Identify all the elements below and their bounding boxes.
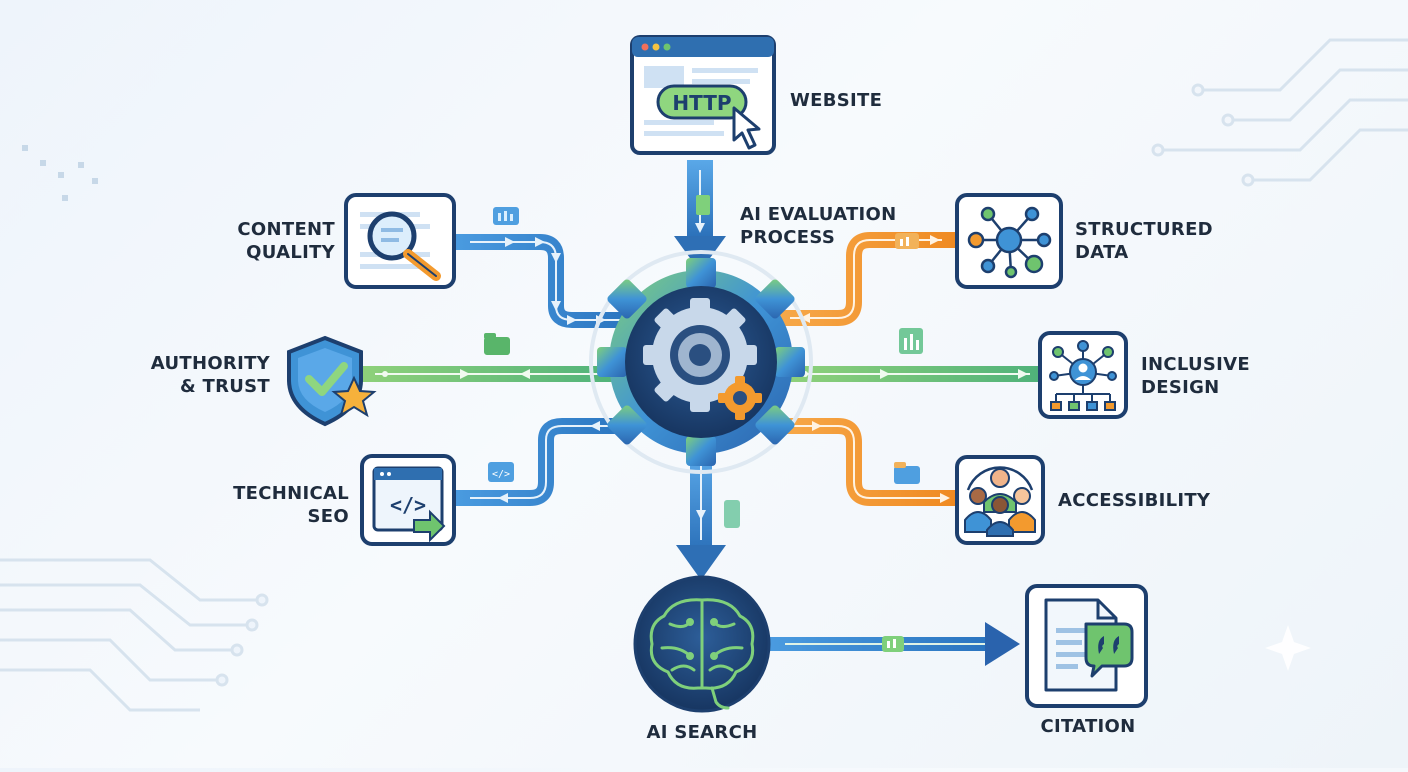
website-node: HTTP [630, 35, 776, 155]
inclusive-design-node [1038, 331, 1128, 419]
browser-window-icon: HTTP [630, 35, 776, 155]
authority-trust-node [287, 335, 377, 427]
authority-trust-label: AUTHORITY & TRUST [150, 353, 270, 397]
inclusive-design-label: INCLUSIVE DESIGN [1141, 354, 1251, 398]
accessibility-node [955, 455, 1045, 545]
connector-content-quality [455, 234, 632, 328]
website-label: WEBSITE [790, 90, 883, 111]
http-badge: HTTP [672, 91, 731, 115]
code-glyph: </> [390, 493, 426, 517]
code-window-icon: </> [372, 466, 446, 543]
person-hierarchy-icon [1049, 340, 1117, 411]
cursor-icon [732, 106, 761, 150]
structured-data-label: STRUCTURED DATA [1075, 219, 1213, 263]
connector-authority-trust [360, 366, 620, 382]
connector-ai-search [676, 455, 726, 580]
folder-packet-icon [894, 462, 920, 484]
data-packet-icon [882, 636, 904, 652]
small-gear-icon [718, 376, 762, 420]
connector-inclusive-design [790, 366, 1040, 382]
background-circuit-right [1151, 38, 1408, 187]
data-packet-icon [724, 500, 740, 528]
brain-circuit-icon [649, 598, 755, 710]
background-circuit-left [0, 558, 269, 712]
data-packet-icons: </> [484, 195, 923, 652]
connector-structured-data [776, 232, 955, 326]
citation-label: CITATION [1040, 716, 1136, 737]
network-nodes-icon [967, 206, 1052, 279]
central-gear [589, 250, 813, 474]
connector-accessibility [776, 418, 955, 506]
citation-node [1025, 584, 1148, 708]
technical-seo-label: TECHNICAL SEO [233, 483, 349, 527]
code-packet-icon: </> [488, 462, 514, 482]
ai-search-label: AI SEARCH [646, 722, 758, 743]
data-packet-icon [895, 233, 919, 249]
code-packet-glyph: </> [492, 469, 510, 480]
connector-technical-seo [455, 418, 632, 506]
ai-evaluation-process-label: AI EVALUATION PROCESS [740, 204, 897, 248]
background-dots [22, 145, 98, 201]
technical-seo-node: </> [360, 454, 456, 546]
structured-data-node [955, 193, 1063, 289]
magnifier-document-icon [360, 211, 441, 281]
data-packet-icon [899, 328, 923, 354]
ai-search-node [633, 575, 771, 713]
content-quality-label: CONTENT QUALITY [237, 219, 335, 263]
data-packet-icon [696, 195, 710, 215]
people-group-icon [964, 466, 1036, 537]
accessibility-label: ACCESSIBILITY [1058, 490, 1211, 511]
quote-document-icon [1044, 598, 1134, 692]
content-quality-node [344, 193, 456, 289]
folder-packet-icon [484, 333, 510, 355]
data-packet-icon [493, 207, 519, 225]
shield-check-star-icon [287, 335, 377, 427]
sparkle-icon [1265, 625, 1311, 671]
